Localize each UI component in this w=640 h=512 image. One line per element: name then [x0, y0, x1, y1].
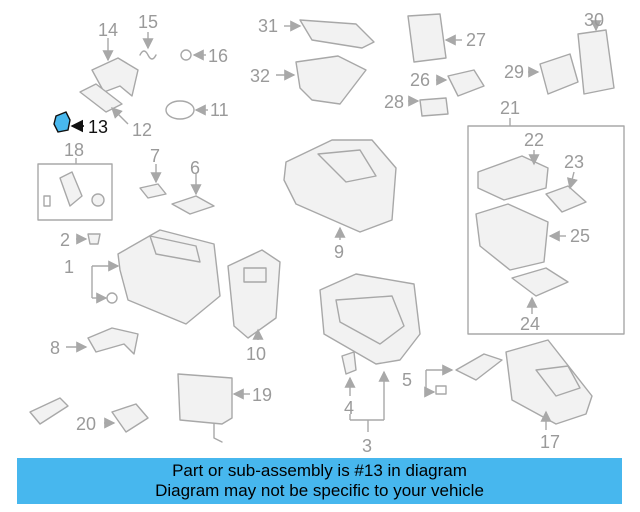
part-10-drawing	[227, 249, 281, 340]
part-21-group-box	[467, 118, 625, 335]
part-5-drawing	[424, 353, 503, 398]
callout-15: 15	[138, 12, 158, 32]
part-18-drawing	[37, 158, 113, 221]
callout-5: 5	[402, 370, 412, 390]
part-20-drawing	[29, 397, 149, 433]
part-6-drawing	[171, 174, 215, 215]
callout-12: 12	[132, 120, 152, 140]
part-4-drawing	[341, 351, 357, 396]
callout-4: 4	[344, 398, 354, 418]
part-11-drawing	[165, 100, 208, 120]
callout-18: 18	[64, 140, 84, 160]
banner-line-1: Part or sub-assembly is #13 in diagram	[172, 461, 467, 480]
part-2-drawing	[76, 233, 101, 245]
callout-19: 19	[252, 385, 272, 405]
callout-7: 7	[150, 146, 160, 166]
callout-6: 6	[190, 158, 200, 178]
callout-8: 8	[50, 338, 60, 358]
part-16-drawing	[180, 49, 206, 61]
callout-2: 2	[60, 230, 70, 250]
part-30-drawing	[577, 20, 615, 95]
callout-31: 31	[258, 16, 278, 36]
callout-labels: 1 2 3 4 5 6 7 8 9 10 11 12 13 14 15 16 1…	[50, 10, 604, 456]
part-29-drawing	[528, 53, 579, 95]
parts-diagram: 1 2 3 4 5 6 7 8 9 10 11 12 13 14 15 16 1…	[29, 10, 625, 456]
part-12-drawing	[79, 83, 129, 125]
part-32-drawing	[276, 55, 367, 105]
callout-11: 11	[210, 100, 229, 120]
part-26-drawing	[436, 69, 485, 97]
part-7-drawing	[139, 164, 167, 199]
callout-27: 27	[466, 30, 486, 50]
part-17-drawing	[505, 339, 593, 430]
part-15-drawing	[139, 32, 157, 60]
callout-3: 3	[362, 436, 372, 456]
part-9-drawing	[283, 139, 397, 240]
callout-22: 22	[524, 130, 544, 150]
callout-21: 21	[500, 98, 520, 118]
callout-16: 16	[208, 46, 228, 66]
part-31-drawing	[284, 19, 375, 49]
callout-1: 1	[64, 257, 74, 277]
part-8-drawing	[66, 327, 139, 355]
callout-10: 10	[246, 344, 266, 364]
part-27-drawing	[407, 13, 462, 63]
callout-20: 20	[76, 414, 96, 434]
console-frame-drawing	[319, 273, 421, 365]
callout-13[interactable]: 13	[88, 117, 108, 137]
callout-9: 9	[334, 242, 344, 262]
part-3-drawing	[349, 370, 390, 432]
callout-24: 24	[520, 314, 540, 334]
part-1-drawing	[91, 229, 221, 325]
banner-line-2: Diagram may not be specific to your vehi…	[155, 481, 484, 500]
callout-32: 32	[250, 66, 270, 86]
callout-28: 28	[384, 92, 404, 112]
part-19-drawing	[177, 373, 250, 443]
callout-26: 26	[410, 70, 430, 90]
callout-17: 17	[540, 432, 560, 452]
part-28-drawing	[408, 95, 449, 117]
callout-14: 14	[98, 20, 118, 40]
part-13-drawing[interactable]	[53, 111, 84, 133]
info-banner: Part or sub-assembly is #13 in diagram D…	[17, 458, 622, 504]
callout-30: 30	[584, 10, 604, 30]
callout-29: 29	[504, 62, 524, 82]
callout-25: 25	[570, 226, 590, 246]
callout-23: 23	[564, 152, 584, 172]
